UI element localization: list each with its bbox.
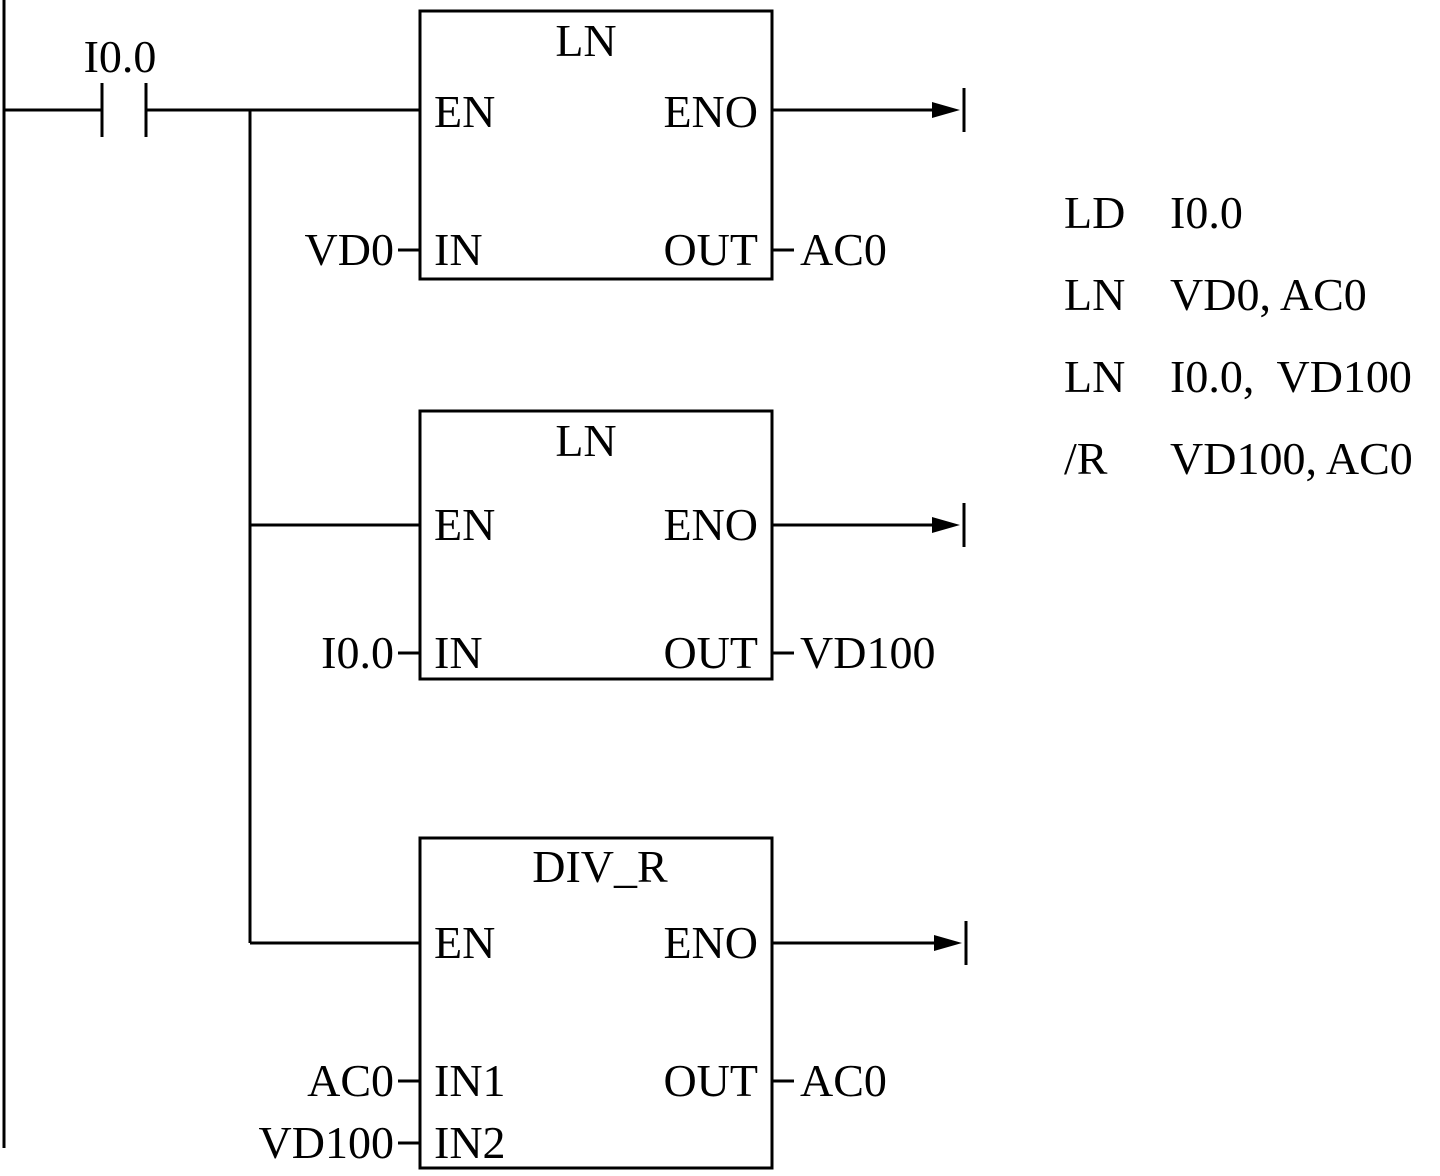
stl-args: VD100, AC0 (1170, 433, 1413, 484)
pin-out: OUT (663, 627, 758, 678)
stl-op: LN (1064, 351, 1125, 402)
pin-in2: IN2 (434, 1117, 506, 1168)
pin-eno: ENO (663, 499, 758, 550)
stl-args: VD0, AC0 (1170, 269, 1367, 320)
block-box (418, 409, 774, 681)
eno-arrow-head (932, 517, 960, 533)
stl-args: I0.0, VD100 (1170, 351, 1412, 402)
ln-block-2: LN EN ENO IN OUT I0.0 VD100 (321, 409, 966, 681)
pin-in: IN (434, 224, 483, 275)
block-title: DIV_R (532, 841, 668, 892)
eno-arrow-head (934, 935, 962, 951)
block-title: LN (555, 415, 616, 466)
pin-en: EN (434, 499, 495, 550)
statement-list: LD I0.0 LN VD0, AC0 LN I0.0, VD100 /R VD… (1064, 187, 1413, 484)
in-operand: VD0 (305, 224, 394, 275)
out-operand: VD100 (800, 627, 935, 678)
pin-in: IN (434, 627, 483, 678)
in-operand: I0.0 (321, 627, 394, 678)
contact-address: I0.0 (84, 31, 157, 82)
stl-op: LD (1064, 187, 1125, 238)
block-title: LN (555, 15, 616, 66)
pin-out: OUT (663, 224, 758, 275)
pin-out: OUT (663, 1055, 758, 1106)
block-box (418, 9, 774, 281)
out-operand: AC0 (800, 1055, 887, 1106)
stl-op: /R (1064, 433, 1108, 484)
pin-eno: ENO (663, 917, 758, 968)
stl-args: I0.0 (1170, 187, 1243, 238)
stl-op: LN (1064, 269, 1125, 320)
pin-eno: ENO (663, 86, 758, 137)
contact-i0-0: I0.0 (4, 31, 420, 137)
eno-arrow-head (932, 102, 960, 118)
in1-operand: AC0 (307, 1055, 394, 1106)
in2-operand: VD100 (259, 1117, 394, 1168)
block-box (418, 836, 774, 1170)
pin-in1: IN1 (434, 1055, 506, 1106)
div-r-block: DIV_R EN ENO IN1 OUT IN2 AC0 VD100 AC0 (259, 836, 968, 1170)
pin-en: EN (434, 86, 495, 137)
ln-block-1: LN EN ENO IN OUT VD0 AC0 (305, 9, 966, 281)
out-operand: AC0 (800, 224, 887, 275)
pin-en: EN (434, 917, 495, 968)
